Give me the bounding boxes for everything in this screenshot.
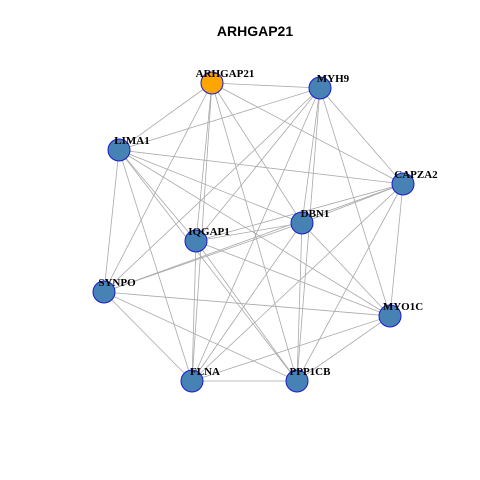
edge-myh9-dbn1 bbox=[301, 87, 321, 224]
edge-arhgap21-capza2 bbox=[211, 82, 404, 185]
edge-arhgap21-lima1 bbox=[118, 82, 213, 151]
node-dbn1 bbox=[290, 211, 314, 235]
edge-arhgap21-ppp1cb bbox=[211, 82, 298, 382]
edge-myo1c-flna bbox=[191, 315, 391, 382]
node-label-flna: FLNA bbox=[190, 366, 220, 378]
edge-lima1-iqgap1 bbox=[118, 149, 197, 242]
node-iqgap1 bbox=[184, 229, 208, 253]
edge-synpo-myo1c bbox=[103, 291, 391, 317]
edge-dbn1-myo1c bbox=[301, 222, 391, 317]
edge-dbn1-flna bbox=[191, 222, 303, 382]
node-label-arhgap21: ARHGAP21 bbox=[196, 68, 255, 80]
node-arhgap21 bbox=[200, 71, 224, 95]
edge-myh9-myo1c bbox=[319, 87, 391, 317]
node-label-capza2: CAPZA2 bbox=[394, 169, 438, 181]
edge-myh9-lima1 bbox=[118, 87, 321, 151]
node-lima1 bbox=[107, 138, 131, 162]
node-label-ppp1cb: PPP1CB bbox=[290, 366, 332, 378]
graph-title: ARHGAP21 bbox=[217, 23, 293, 39]
node-myh9 bbox=[308, 76, 332, 100]
node-label-synpo: SYNPO bbox=[98, 277, 136, 289]
edge-iqgap1-ppp1cb bbox=[195, 240, 298, 382]
node-flna bbox=[180, 369, 204, 393]
node-label-myo1c: MYO1C bbox=[383, 301, 423, 313]
edge-myo1c-ppp1cb bbox=[296, 315, 391, 382]
edge-myh9-iqgap1 bbox=[195, 87, 321, 242]
edge-arhgap21-myh9 bbox=[211, 82, 321, 89]
node-myo1c bbox=[378, 304, 402, 328]
edge-lima1-ppp1cb bbox=[118, 149, 298, 382]
edge-dbn1-iqgap1 bbox=[195, 222, 303, 242]
edge-capza2-synpo bbox=[103, 183, 404, 293]
edge-dbn1-ppp1cb bbox=[296, 222, 303, 382]
node-label-dbn1: DBN1 bbox=[301, 208, 330, 220]
node-synpo bbox=[92, 280, 116, 304]
node-label-lima1: LIMA1 bbox=[114, 135, 149, 147]
edge-capza2-myo1c bbox=[389, 183, 404, 317]
edge-synpo-ppp1cb bbox=[103, 291, 298, 382]
node-label-iqgap1: IQGAP1 bbox=[188, 226, 230, 238]
node-ppp1cb bbox=[285, 369, 309, 393]
edge-lima1-myo1c bbox=[118, 149, 391, 317]
node-capza2 bbox=[391, 172, 415, 196]
edge-arhgap21-synpo bbox=[103, 82, 213, 293]
edge-capza2-ppp1cb bbox=[296, 183, 404, 382]
node-layer bbox=[92, 71, 415, 393]
edge-iqgap1-flna bbox=[191, 240, 197, 382]
edge-lima1-flna bbox=[118, 149, 193, 382]
edge-lima1-synpo bbox=[103, 149, 120, 293]
edge-arhgap21-dbn1 bbox=[211, 82, 303, 224]
edge-iqgap1-myo1c bbox=[195, 240, 391, 317]
node-label-myh9: MYH9 bbox=[317, 73, 350, 85]
edge-lima1-dbn1 bbox=[118, 149, 303, 224]
edge-myh9-capza2 bbox=[319, 87, 404, 185]
edge-capza2-flna bbox=[191, 183, 404, 382]
edge-myh9-ppp1cb bbox=[296, 87, 321, 382]
edge-dbn1-synpo bbox=[103, 222, 303, 293]
edge-synpo-flna bbox=[103, 291, 193, 382]
edge-arhgap21-iqgap1 bbox=[195, 82, 213, 242]
edge-myh9-flna bbox=[191, 87, 321, 382]
edge-lima1-capza2 bbox=[118, 149, 404, 185]
edge-layer bbox=[103, 82, 404, 382]
edge-myh9-synpo bbox=[103, 87, 321, 293]
